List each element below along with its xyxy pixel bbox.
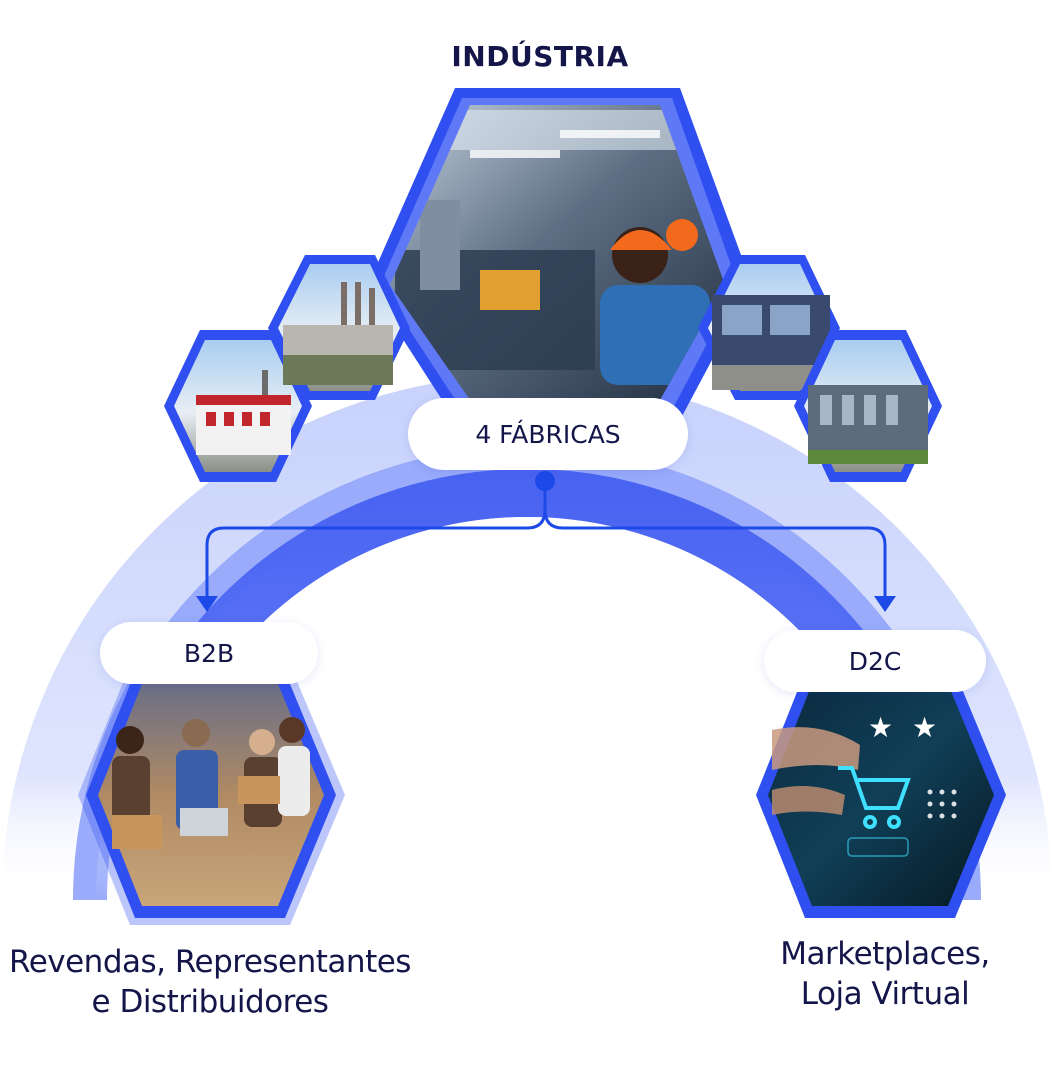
connector-origin-dot [535,471,555,491]
main-factory-hexagon [368,88,752,420]
b2b-label: B2B [184,639,234,668]
industria-label-pill: INDÚSTRIA [440,26,640,86]
d2c-description-line-2: Loja Virtual [740,974,1030,1014]
factories-label: 4 FÁBRICAS [475,420,620,449]
b2b-hexagon [78,665,345,925]
d2c-hexagon: ★ ★ [756,672,1006,918]
svg-text:★: ★ [912,711,937,744]
factories-label-pill: 4 FÁBRICAS [408,398,688,470]
d2c-description-line-1: Marketplaces, [740,934,1030,974]
b2b-description-line-2: e Distribuidores [0,982,420,1022]
industria-label: INDÚSTRIA [451,40,628,73]
d2c-description: Marketplaces, Loja Virtual [740,934,1030,1014]
b2b-description: Revendas, Representantes e Distribuidore… [0,942,420,1022]
b2b-label-pill: B2B [100,622,318,684]
b2b-description-line-1: Revendas, Representantes [0,942,420,982]
svg-text:★: ★ [868,711,893,744]
d2c-label-pill: D2C [764,630,986,692]
d2c-label: D2C [849,647,902,676]
